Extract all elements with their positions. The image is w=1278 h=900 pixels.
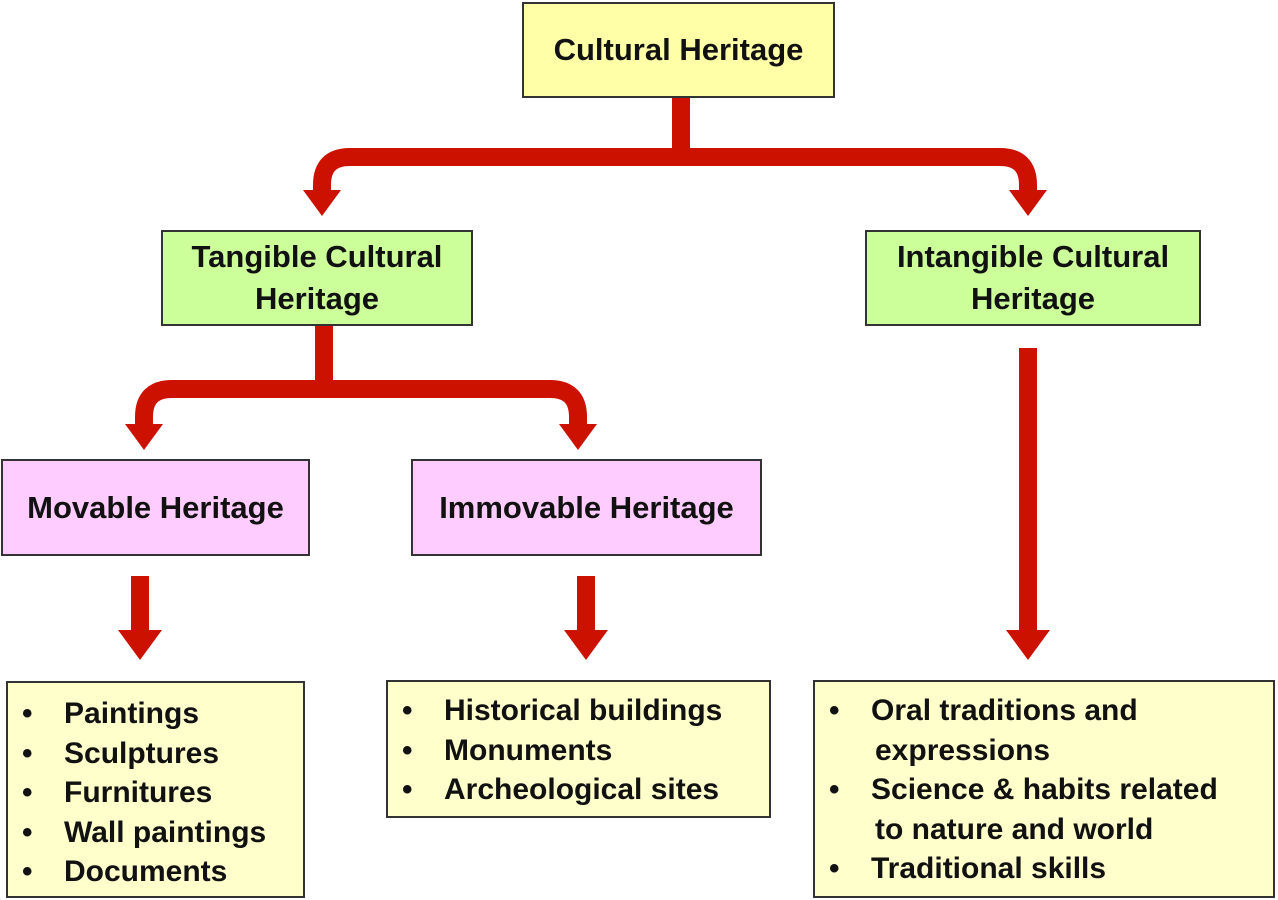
arrowhead-tangible — [303, 190, 341, 216]
intangible-items-list: Oral traditions and expressions Science … — [813, 680, 1275, 898]
branch-to-tangible — [313, 148, 681, 192]
list-item: Furnitures — [8, 773, 303, 813]
node-label: Movable Heritage — [27, 489, 284, 525]
branch-to-intangible — [681, 148, 1037, 192]
arrowhead-immovable — [559, 424, 597, 450]
node-movable-heritage: Movable Heritage — [1, 459, 310, 556]
list-item: Documents — [8, 852, 303, 892]
list-item: Historical buildings — [388, 691, 769, 731]
arrowhead-movable — [125, 424, 163, 450]
branch-to-movable — [135, 380, 324, 426]
arrowhead-movable-list — [118, 630, 162, 660]
node-tangible-cultural-heritage: Tangible Cultural Heritage — [161, 230, 473, 326]
list-item: Sculptures — [8, 734, 303, 774]
node-label: Tangible Cultural Heritage — [191, 239, 443, 316]
node-cultural-heritage: Cultural Heritage — [522, 2, 835, 98]
list-item: Paintings — [8, 694, 303, 734]
immovable-items-list: Historical buildings Monuments Archeolog… — [386, 680, 771, 818]
node-intangible-cultural-heritage: Intangible Cultural Heritage — [865, 230, 1201, 326]
node-label: Intangible Cultural Heritage — [896, 239, 1170, 316]
list-item: Archeological sites — [388, 770, 769, 810]
arrowhead-intangible-list — [1006, 630, 1050, 660]
arrowhead-intangible — [1009, 190, 1047, 216]
arrowhead-immovable-list — [564, 630, 608, 660]
list-item: Science & habits related to nature and w… — [815, 770, 1273, 849]
node-immovable-heritage: Immovable Heritage — [411, 459, 762, 556]
list-item: Monuments — [388, 731, 769, 771]
movable-items-list: Paintings Sculptures Furnitures Wall pai… — [6, 681, 305, 898]
list-item: Oral traditions and expressions — [815, 691, 1273, 770]
node-label: Cultural Heritage — [553, 32, 804, 67]
list-item: Wall paintings — [8, 813, 303, 853]
list-item: Traditional skills — [815, 849, 1273, 889]
branch-to-immovable — [324, 380, 587, 426]
node-label: Immovable Heritage — [439, 489, 734, 525]
